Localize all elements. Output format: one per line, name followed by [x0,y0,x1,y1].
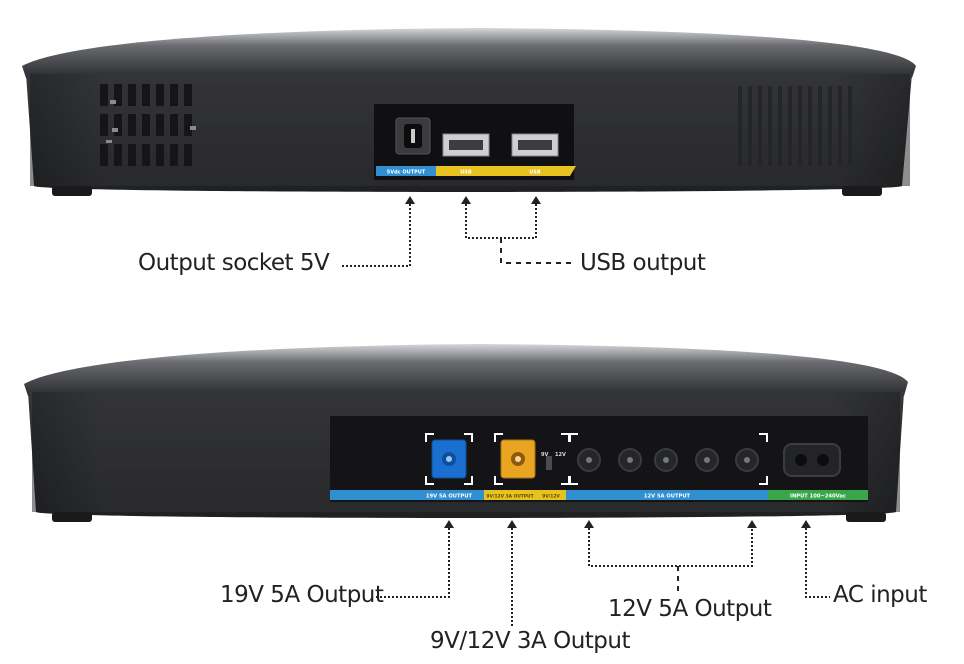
callout-ac-input: AC input [833,582,927,608]
usb-port-2 [511,133,559,157]
port-9v-12v-3a [500,439,536,479]
ac-input-socket [783,443,841,477]
label-19v-output: 19V 5A OUTPUT [426,494,473,500]
top-device: 5Vdc OUTPUT USB USB [22,28,916,196]
bottom-callout-leaders [374,528,830,626]
dc-5v-socket [395,117,431,155]
top-blue-strip [376,166,436,176]
callout-usb-output: USB output [580,250,706,276]
top-device-lid [22,28,916,78]
label-12v-output: 12V 5A OUTPUT [644,494,691,500]
top-callout-leaders [342,200,576,267]
label-ac-input: INPUT 100~240Vac [790,494,846,500]
label-usb-1: USB [460,170,472,176]
callout-9v-12v-3a-output: 9V/12V 3A Output [430,628,631,654]
top-yellow-strip [436,166,576,176]
strip-ac-input [768,490,868,500]
strip-switch [536,490,566,500]
port-highlight-brackets [425,433,768,485]
label-dc-output: 5Vdc OUTPUT [387,170,426,176]
strip-9v12v-output [484,490,536,500]
label-usb-2: USB [529,170,541,176]
strip-19v [330,490,484,500]
usb-port-1 [442,133,490,157]
port-19v-5a [431,439,467,479]
bottom-device-lid [24,344,908,396]
strip-12v [566,490,768,500]
callout-19v-5a-output: 19V 5A Output [220,582,384,608]
port-12v-2 [618,448,642,472]
switch-label-12v: 12V [555,452,566,458]
top-right-vent [738,86,852,166]
callout-12v-5a-output: 12V 5A Output [608,596,772,622]
port-12v-1 [577,448,601,472]
switch-label-9v: 9V [541,452,548,458]
top-left-vent [100,84,192,166]
port-12v-3 [654,448,678,472]
label-9v12v-output: 9V/12V 3A OUTPUT [486,494,533,500]
port-12v-4 [695,448,719,472]
port-12v-5 [735,448,759,472]
voltage-switch: 9V 12V [541,452,566,470]
label-switch: 9V/12V [542,494,560,500]
bottom-device: 9V 12V 19V 5A OUTPUT 9V/12V 3 [24,344,908,522]
callout-output-socket-5v: Output socket 5V [138,250,330,276]
